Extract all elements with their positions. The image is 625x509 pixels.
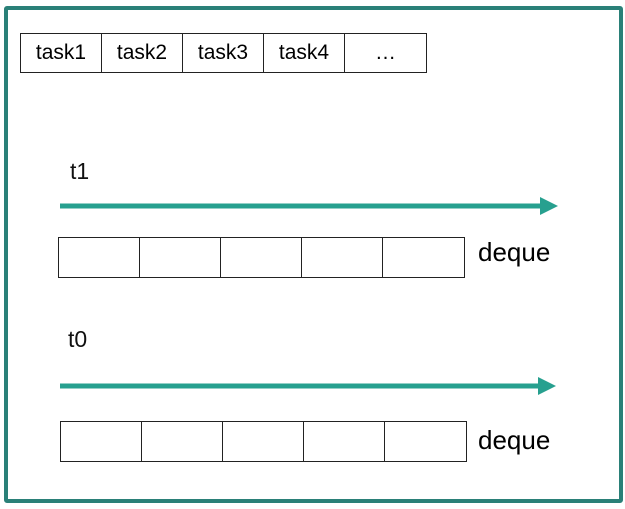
deque-slot <box>383 238 464 277</box>
task-cell: task4 <box>264 34 345 72</box>
deque-slot <box>59 238 140 277</box>
task-cell: task1 <box>21 34 102 72</box>
deque-slot <box>221 238 302 277</box>
diagram-frame <box>4 6 623 503</box>
deque-label-t1: deque <box>478 237 551 267</box>
right-arrow-icon <box>60 377 556 395</box>
deque-slot <box>140 238 221 277</box>
deque-slot <box>223 422 304 461</box>
deque-slot <box>302 238 383 277</box>
deque-t1 <box>58 237 465 278</box>
task-cell: task2 <box>102 34 183 72</box>
deque-label-t0: deque <box>478 425 551 455</box>
deque-slot <box>304 422 385 461</box>
task-queue: task1 task2 task3 task4 … <box>20 33 427 73</box>
deque-slot <box>142 422 223 461</box>
thread-label-t1: t1 <box>70 158 90 184</box>
task-cell: task3 <box>183 34 264 72</box>
deque-slot <box>385 422 466 461</box>
deque-t0 <box>60 421 467 462</box>
thread-label-t0: t0 <box>68 326 88 352</box>
right-arrow-icon <box>60 197 558 215</box>
deque-slot <box>61 422 142 461</box>
task-cell-ellipsis: … <box>375 41 396 64</box>
